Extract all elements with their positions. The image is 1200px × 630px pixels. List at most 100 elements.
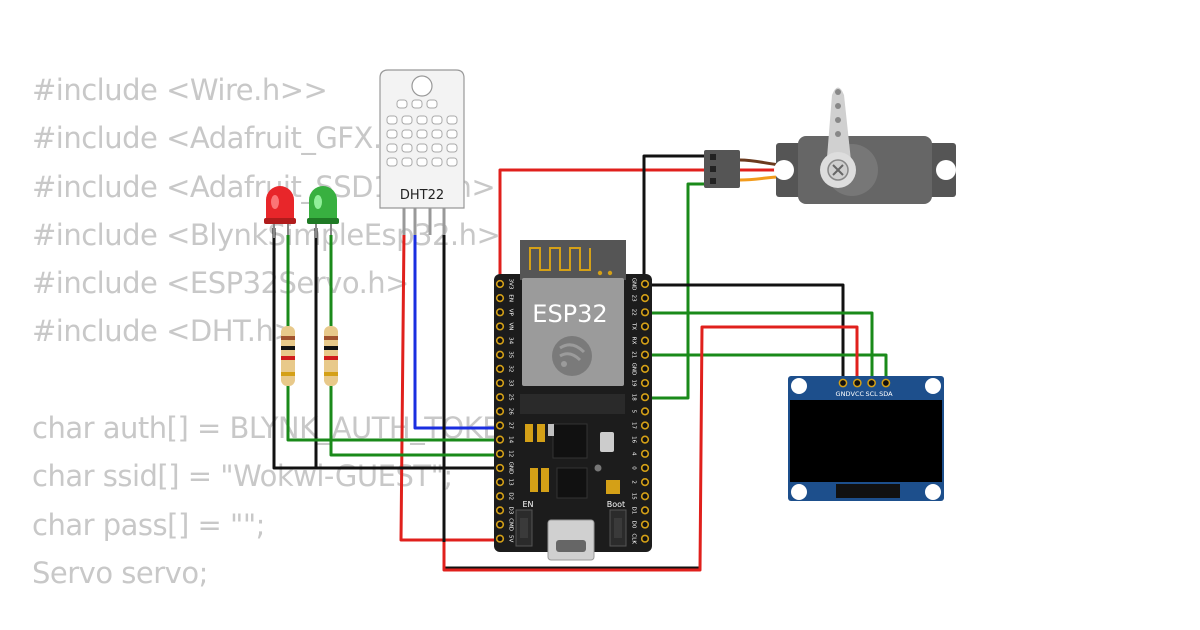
esp32-pin-label: CLK xyxy=(631,533,637,544)
wire-led-green-signal-green xyxy=(329,382,500,457)
dht22-sensor: DHT22 xyxy=(379,69,465,235)
esp32-pin-label: GND xyxy=(508,462,514,475)
wire-servo-signal-green xyxy=(644,182,708,400)
esp32-pin xyxy=(495,506,505,515)
esp32-pin-label: 23 xyxy=(631,295,637,302)
esp32-pin-label: 25 xyxy=(508,394,514,401)
esp32-left-header: 3V3ENVPVN343532332526271412GND13D2D3CMD5… xyxy=(495,279,514,543)
esp32-pin-label: GND xyxy=(631,363,637,376)
esp32-pin xyxy=(495,421,505,430)
esp32-pin-label: 33 xyxy=(508,380,514,387)
esp32-pin xyxy=(640,478,650,487)
esp32-pin xyxy=(495,364,505,374)
esp32-pin xyxy=(640,435,650,444)
esp32-pin xyxy=(640,279,650,289)
esp32-pin xyxy=(640,322,650,331)
servo-horn xyxy=(820,87,856,188)
esp32-pin xyxy=(495,308,505,317)
wire-oled-scl-green xyxy=(644,311,874,382)
esp32-en-label: EN xyxy=(522,500,533,509)
esp32-pin xyxy=(640,463,650,473)
led-green xyxy=(307,186,339,330)
esp32-pin-label: 16 xyxy=(631,436,637,443)
oled-pin xyxy=(867,378,876,388)
esp32-pin-label: RX xyxy=(631,337,637,345)
esp32-pin xyxy=(495,279,505,289)
esp32-pin-label: D3 xyxy=(507,507,513,515)
wire-oled-vcc-red xyxy=(442,325,859,572)
esp32-pin xyxy=(495,492,505,501)
esp32-pin xyxy=(640,336,650,345)
esp32-pin-label: 34 xyxy=(508,337,514,344)
esp32-pin xyxy=(640,364,650,374)
esp32-pin xyxy=(640,520,650,529)
code-line: Servo servo; xyxy=(32,555,208,590)
esp32-pin-label: 19 xyxy=(631,380,637,387)
esp32-pin xyxy=(640,393,650,402)
oled-pin xyxy=(852,378,862,388)
esp32-pin xyxy=(640,492,650,501)
oled-pin xyxy=(881,378,891,388)
esp32-pin-label: 2 xyxy=(631,480,637,484)
oled-pin-label: VCC xyxy=(851,390,865,398)
esp32-pin-label: 3V3 xyxy=(508,279,514,290)
esp32-pin-label: 14 xyxy=(508,436,514,443)
esp32-pin xyxy=(640,350,650,359)
esp32-pin xyxy=(640,506,650,515)
esp32-pin-label: D2 xyxy=(508,492,514,500)
esp32-pin-label: VP xyxy=(508,309,514,317)
esp32-pin xyxy=(640,534,650,543)
wire-dht-data-blue xyxy=(413,232,500,430)
esp32-pin xyxy=(495,378,505,388)
esp32-pin xyxy=(495,449,505,458)
esp32-pin xyxy=(640,421,650,430)
esp32-pin xyxy=(495,478,505,487)
oled-pin-label: SCL xyxy=(865,390,878,398)
esp32-pin-label: 13 xyxy=(508,479,514,486)
wire-led-red-gnd-black xyxy=(272,228,500,470)
esp32-pin-label: 15 xyxy=(631,493,637,500)
esp32-pin xyxy=(495,534,505,543)
esp32-pin xyxy=(640,378,650,388)
esp32-pin xyxy=(495,435,505,444)
esp32-pin xyxy=(495,350,505,359)
esp32-pin xyxy=(495,322,505,331)
wire-servo-gnd-black xyxy=(642,154,708,285)
esp32-pin-label: EN xyxy=(508,294,514,302)
wire-oled-gnd-black xyxy=(644,283,845,382)
dht22-vent-grid xyxy=(386,99,458,167)
servo-motor xyxy=(704,87,956,204)
esp32-pin-label: 27 xyxy=(508,422,514,429)
esp32-pin-label: 32 xyxy=(508,365,514,372)
esp32-pin-label: 17 xyxy=(631,422,637,429)
resistor-2 xyxy=(324,326,338,386)
esp32-pin-label: 18 xyxy=(631,394,637,401)
oled-screen xyxy=(790,400,942,482)
dht22-label: DHT22 xyxy=(400,188,444,203)
wire-led-red-signal-green xyxy=(286,382,500,442)
esp32-pin xyxy=(640,294,650,303)
code-line: #include <DHT.h> xyxy=(32,314,298,349)
esp32-pin xyxy=(640,308,650,317)
esp32-pin xyxy=(495,294,505,303)
esp32-pin-label: 22 xyxy=(631,309,637,316)
wire-dht-vcc-red xyxy=(399,231,500,542)
esp32-board: ESP32 EN Boot 3V3ENVPVN34353233252627141… xyxy=(494,240,652,561)
esp32-pin-label: 5V xyxy=(508,535,514,542)
oled-pin xyxy=(838,378,848,388)
oled-pin-label: SDA xyxy=(879,390,893,398)
esp32-pin-label: CMD xyxy=(508,518,514,531)
esp32-pin-label: 35 xyxy=(508,351,514,358)
esp32-pin-label: 26 xyxy=(508,408,514,415)
esp32-pin-label: 4 xyxy=(631,452,637,456)
esp32-pin xyxy=(495,520,505,529)
esp32-pin xyxy=(495,407,505,416)
wire-oled-sda-green xyxy=(644,353,888,382)
esp32-pin xyxy=(640,449,650,458)
esp32-pin-label: 5 xyxy=(631,410,637,414)
esp32-pin xyxy=(640,407,650,416)
